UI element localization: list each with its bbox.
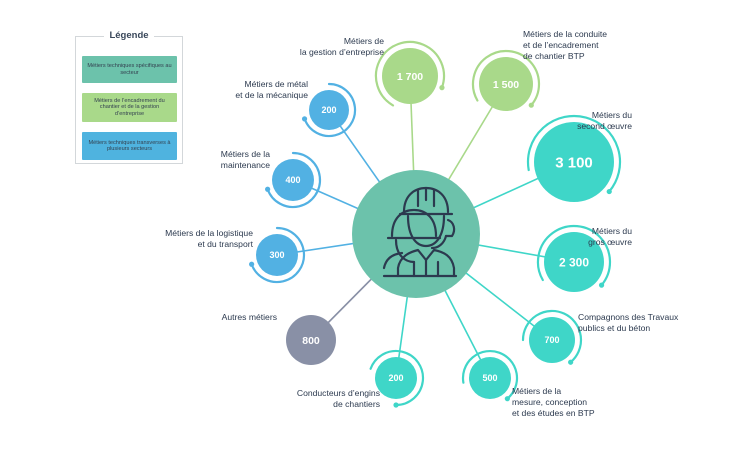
node-ring-arc xyxy=(303,82,357,138)
legend-title: Légende xyxy=(104,30,154,41)
node-ring-dot xyxy=(249,261,255,267)
node-circle xyxy=(382,48,438,104)
node-ring-arc xyxy=(250,226,306,284)
node-value: 2 300 xyxy=(559,255,589,269)
node-ring-arc xyxy=(521,309,583,364)
node-label-line: Métiers de la xyxy=(512,386,561,396)
node-circle xyxy=(469,357,511,399)
node-ring-arc xyxy=(526,114,622,193)
node-value: 200 xyxy=(388,373,403,383)
node-label-line: mesure, conception xyxy=(512,397,587,407)
legend-item-cross-sector-trades: Métiers techniques transverses à plusieu… xyxy=(82,132,177,160)
node-circle xyxy=(534,122,614,202)
node-label-line: de chantier BTP xyxy=(523,51,585,61)
node-ring-arc xyxy=(536,224,612,287)
node-label-line: Métiers de xyxy=(344,36,384,46)
node-value: 400 xyxy=(285,175,300,185)
node-value: 700 xyxy=(544,335,559,345)
node-label-line: Métiers de métal xyxy=(244,79,308,89)
node-circle xyxy=(309,90,349,130)
node-circle xyxy=(544,232,604,292)
node-label-line: Métiers de la logistique xyxy=(165,228,253,238)
node-ring-dot xyxy=(504,396,510,402)
legend-item-management-trades: Métiers de l’encadrement du chantier et … xyxy=(82,93,177,122)
node-ring-dot xyxy=(301,116,308,122)
node-ring-arc xyxy=(266,151,322,209)
node-label-line: et de l’encadrement xyxy=(523,40,599,50)
node-ring-arc xyxy=(471,49,541,107)
node-circle xyxy=(375,357,417,399)
node-circle xyxy=(256,234,298,276)
node-label-line: Métiers de la conduite xyxy=(523,29,607,39)
node-label-line: la gestion d’entreprise xyxy=(300,47,384,57)
node-label-line: Compagnons des Travaux xyxy=(578,312,679,322)
node-label-line: second œuvre xyxy=(577,121,632,131)
node-label-line: et de la mécanique xyxy=(235,90,308,100)
legend-item-specific-trades: Métiers techniques spécifiques au secteu… xyxy=(82,56,177,83)
node-value: 300 xyxy=(269,250,284,260)
node-ring-dot xyxy=(598,282,605,288)
node-label-line: Autres métiers xyxy=(222,312,277,322)
node-ring-arc xyxy=(374,40,445,107)
node-circle xyxy=(479,57,533,111)
node-label-line: et du transport xyxy=(198,239,254,249)
node-ring-dot xyxy=(439,85,445,91)
node-label-line: Métiers de la xyxy=(221,149,270,159)
node-label-line: maintenance xyxy=(221,160,270,170)
node-circle xyxy=(286,315,336,365)
node-label-line: Conducteurs d’engins xyxy=(297,388,380,398)
node-value: 200 xyxy=(321,105,336,115)
node-value: 500 xyxy=(482,373,497,383)
node-value: 1 700 xyxy=(397,71,423,83)
node-label-line: Métiers du xyxy=(592,226,632,236)
node-ring-dot xyxy=(568,359,574,365)
node-ring-dot xyxy=(265,186,271,192)
node-value: 800 xyxy=(302,335,320,347)
node-circle xyxy=(272,159,314,201)
node-ring-arc xyxy=(461,349,519,400)
node-label-line: gros œuvre xyxy=(588,237,632,247)
node-ring-dot xyxy=(606,188,612,195)
construction-workers-icon xyxy=(382,186,458,278)
legend: Légende Métiers techniques spécifiques a… xyxy=(75,30,183,164)
node-value: 3 100 xyxy=(555,154,593,171)
node-value: 1 500 xyxy=(493,79,519,91)
category-nodes: 1 700 1 500 3 100 2 300 700 500 200 800 300 400 20… xyxy=(249,40,622,408)
node-circle xyxy=(529,317,575,363)
node-label-line: de chantiers xyxy=(333,399,380,409)
node-label-line: publics et du béton xyxy=(578,323,650,333)
node-label-line: et des études en BTP xyxy=(512,408,595,418)
node-ring-arc xyxy=(369,349,425,407)
node-ring-dot xyxy=(528,102,534,108)
node-label-line: Métiers du xyxy=(592,110,632,120)
node-ring-dot xyxy=(393,402,399,408)
